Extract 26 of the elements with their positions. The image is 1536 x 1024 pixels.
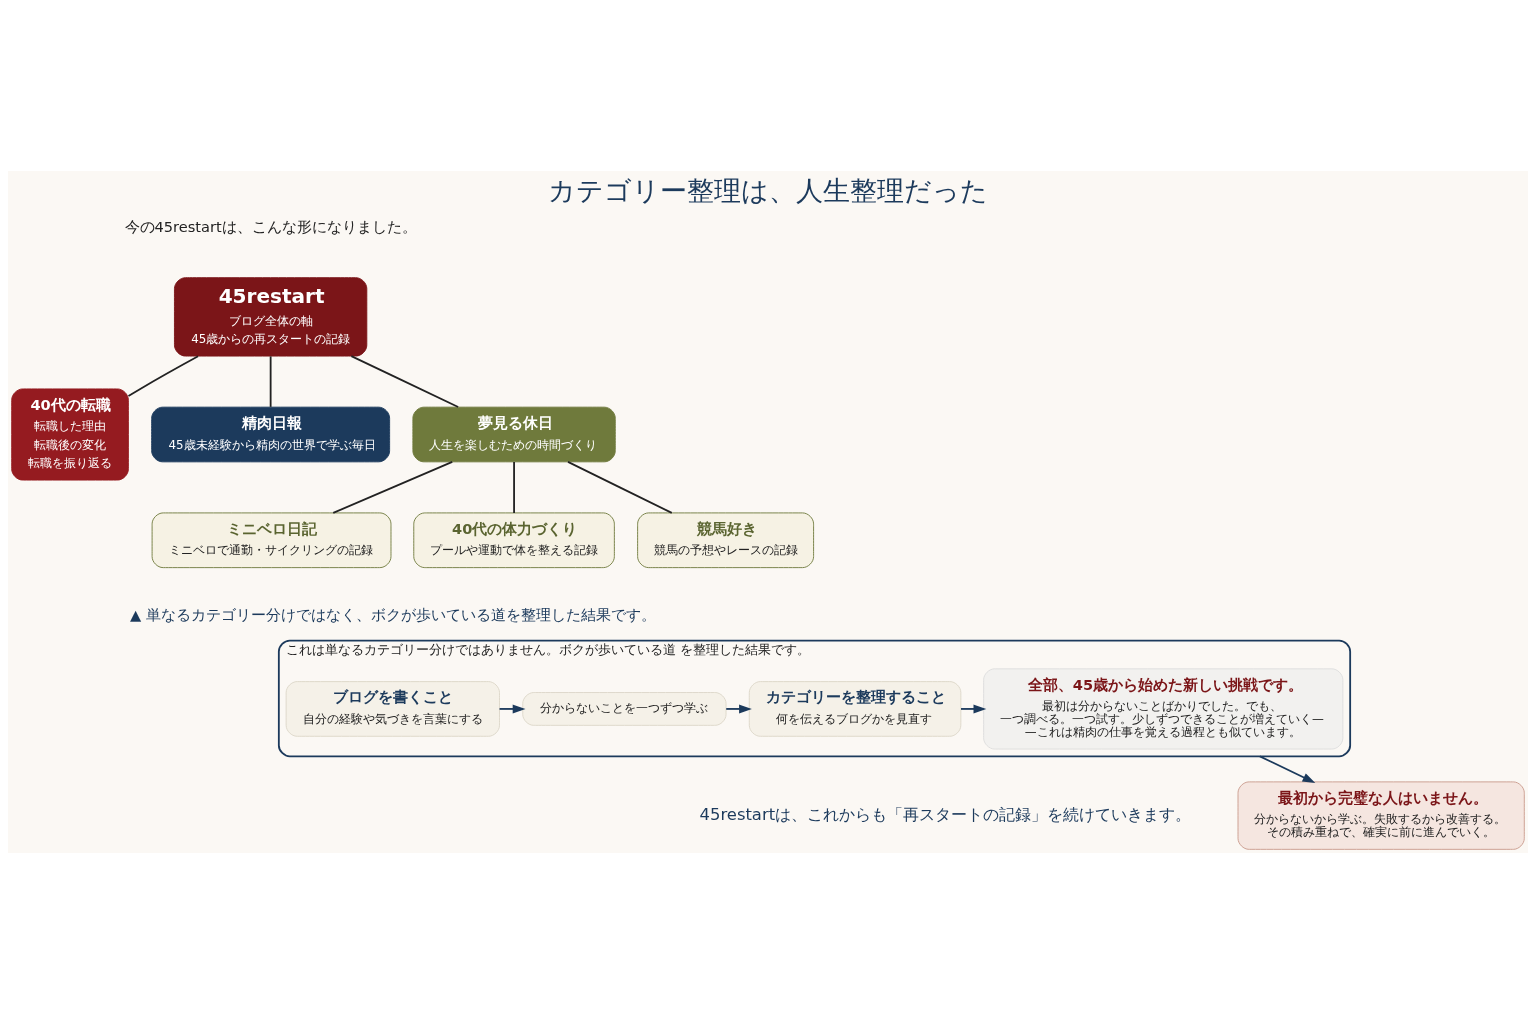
node-box: 全部、45歳から始めた新しい挑戦です。 最初は分からないことばかりでした。でも、一つ調べる。一つ試す。少しずつできることが増えていく——これは精肉の仕事を覚える過程とも似ています。 xyxy=(983,668,1344,750)
label: 45restartは、これからも「再スタートの記録」を続けていきます。 xyxy=(699,804,1192,824)
arrow xyxy=(498,704,526,714)
node-box: 夢見る休日 人生を楽しむための時間づくり xyxy=(412,406,616,463)
connector xyxy=(332,461,454,514)
connector xyxy=(567,461,673,514)
node-box: カテゴリーを整理すること 何を伝えるブログかを見直す xyxy=(748,681,962,737)
connector xyxy=(350,355,460,408)
node-box: 分からないことを一つずつ学ぶ xyxy=(522,692,727,726)
node-box: ブログを書くこと 自分の経験や気づきを言葉にする xyxy=(285,681,500,737)
diagram-title: カテゴリー整理は、人生整理だった xyxy=(548,175,988,207)
arrow xyxy=(725,704,752,714)
node-box: 精肉日報 45歳未経験から精肉の世界で学ぶ毎日 xyxy=(151,406,391,463)
connector xyxy=(269,355,272,408)
connector xyxy=(513,461,515,514)
connector xyxy=(127,355,199,397)
label: 今の45restartは、こんな形になりました。 xyxy=(124,217,417,235)
node-box: 45restart ブログ全体の軸 45歳からの再スタートの記録 xyxy=(174,277,368,357)
node-box: 40代の転職 転職した理由 転職後の変化 転職を振り返る xyxy=(11,388,129,481)
node-box: 40代の体力づくり プールや運動で体を整える記録 xyxy=(413,512,615,569)
arrow xyxy=(1259,755,1316,784)
label: ▲ 単なるカテゴリー分けではなく、ボクが歩いている道を整理した結果です。 xyxy=(129,606,656,624)
arrow xyxy=(960,704,987,714)
node-box: 最初から完璧な人はいません。 分からないから学ぶ。失敗するから改善する。その積み重ねで、確実に前に進んでいく。 xyxy=(1237,781,1525,850)
node-box: 競馬好き 競馬の予想やレースの記録 xyxy=(637,512,815,569)
node-box: ミニベロ日記 ミニベロで通勤・サイクリングの記録 xyxy=(151,512,392,569)
